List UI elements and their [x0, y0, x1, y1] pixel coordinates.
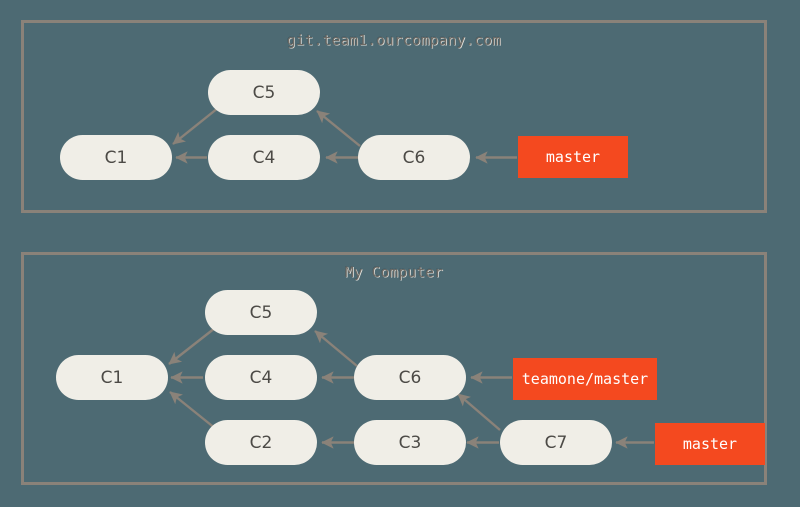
commit-label: C1: [104, 147, 128, 168]
ref-label-text: master: [545, 148, 601, 166]
commit-node-c1-remote[interactable]: C1: [60, 135, 172, 180]
commit-label: C4: [252, 147, 276, 168]
panel-local-title: My Computer: [344, 265, 444, 281]
commit-node-c5-remote[interactable]: C5: [208, 70, 320, 115]
commit-node-c6-local[interactable]: C6: [354, 355, 466, 400]
commit-node-c4-local[interactable]: C4: [205, 355, 317, 400]
commit-label: C1: [100, 367, 124, 388]
commit-label: C7: [544, 432, 568, 453]
ref-label-master-local[interactable]: master: [655, 423, 765, 465]
commit-label: C3: [398, 432, 422, 453]
commit-label: C4: [249, 367, 273, 388]
commit-node-c2-local[interactable]: C2: [205, 420, 317, 465]
ref-label-master-remote[interactable]: master: [518, 136, 628, 178]
commit-label: C5: [249, 302, 273, 323]
commit-node-c5-local[interactable]: C5: [205, 290, 317, 335]
panel-remote-title: git.team1.ourcompany.com: [286, 33, 502, 49]
panel-remote-server: git.team1.ourcompany.com: [21, 20, 767, 213]
commit-label: C6: [398, 367, 422, 388]
commit-node-c3-local[interactable]: C3: [354, 420, 466, 465]
commit-node-c1-local[interactable]: C1: [56, 355, 168, 400]
ref-label-teamone-master[interactable]: teamone/master: [513, 358, 657, 400]
ref-label-text: teamone/master: [521, 370, 649, 388]
commit-node-c4-remote[interactable]: C4: [208, 135, 320, 180]
commit-label: C2: [249, 432, 273, 453]
commit-node-c7-local[interactable]: C7: [500, 420, 612, 465]
commit-label: C5: [252, 82, 276, 103]
commit-label: C6: [402, 147, 426, 168]
ref-label-text: master: [682, 435, 738, 453]
commit-node-c6-remote[interactable]: C6: [358, 135, 470, 180]
